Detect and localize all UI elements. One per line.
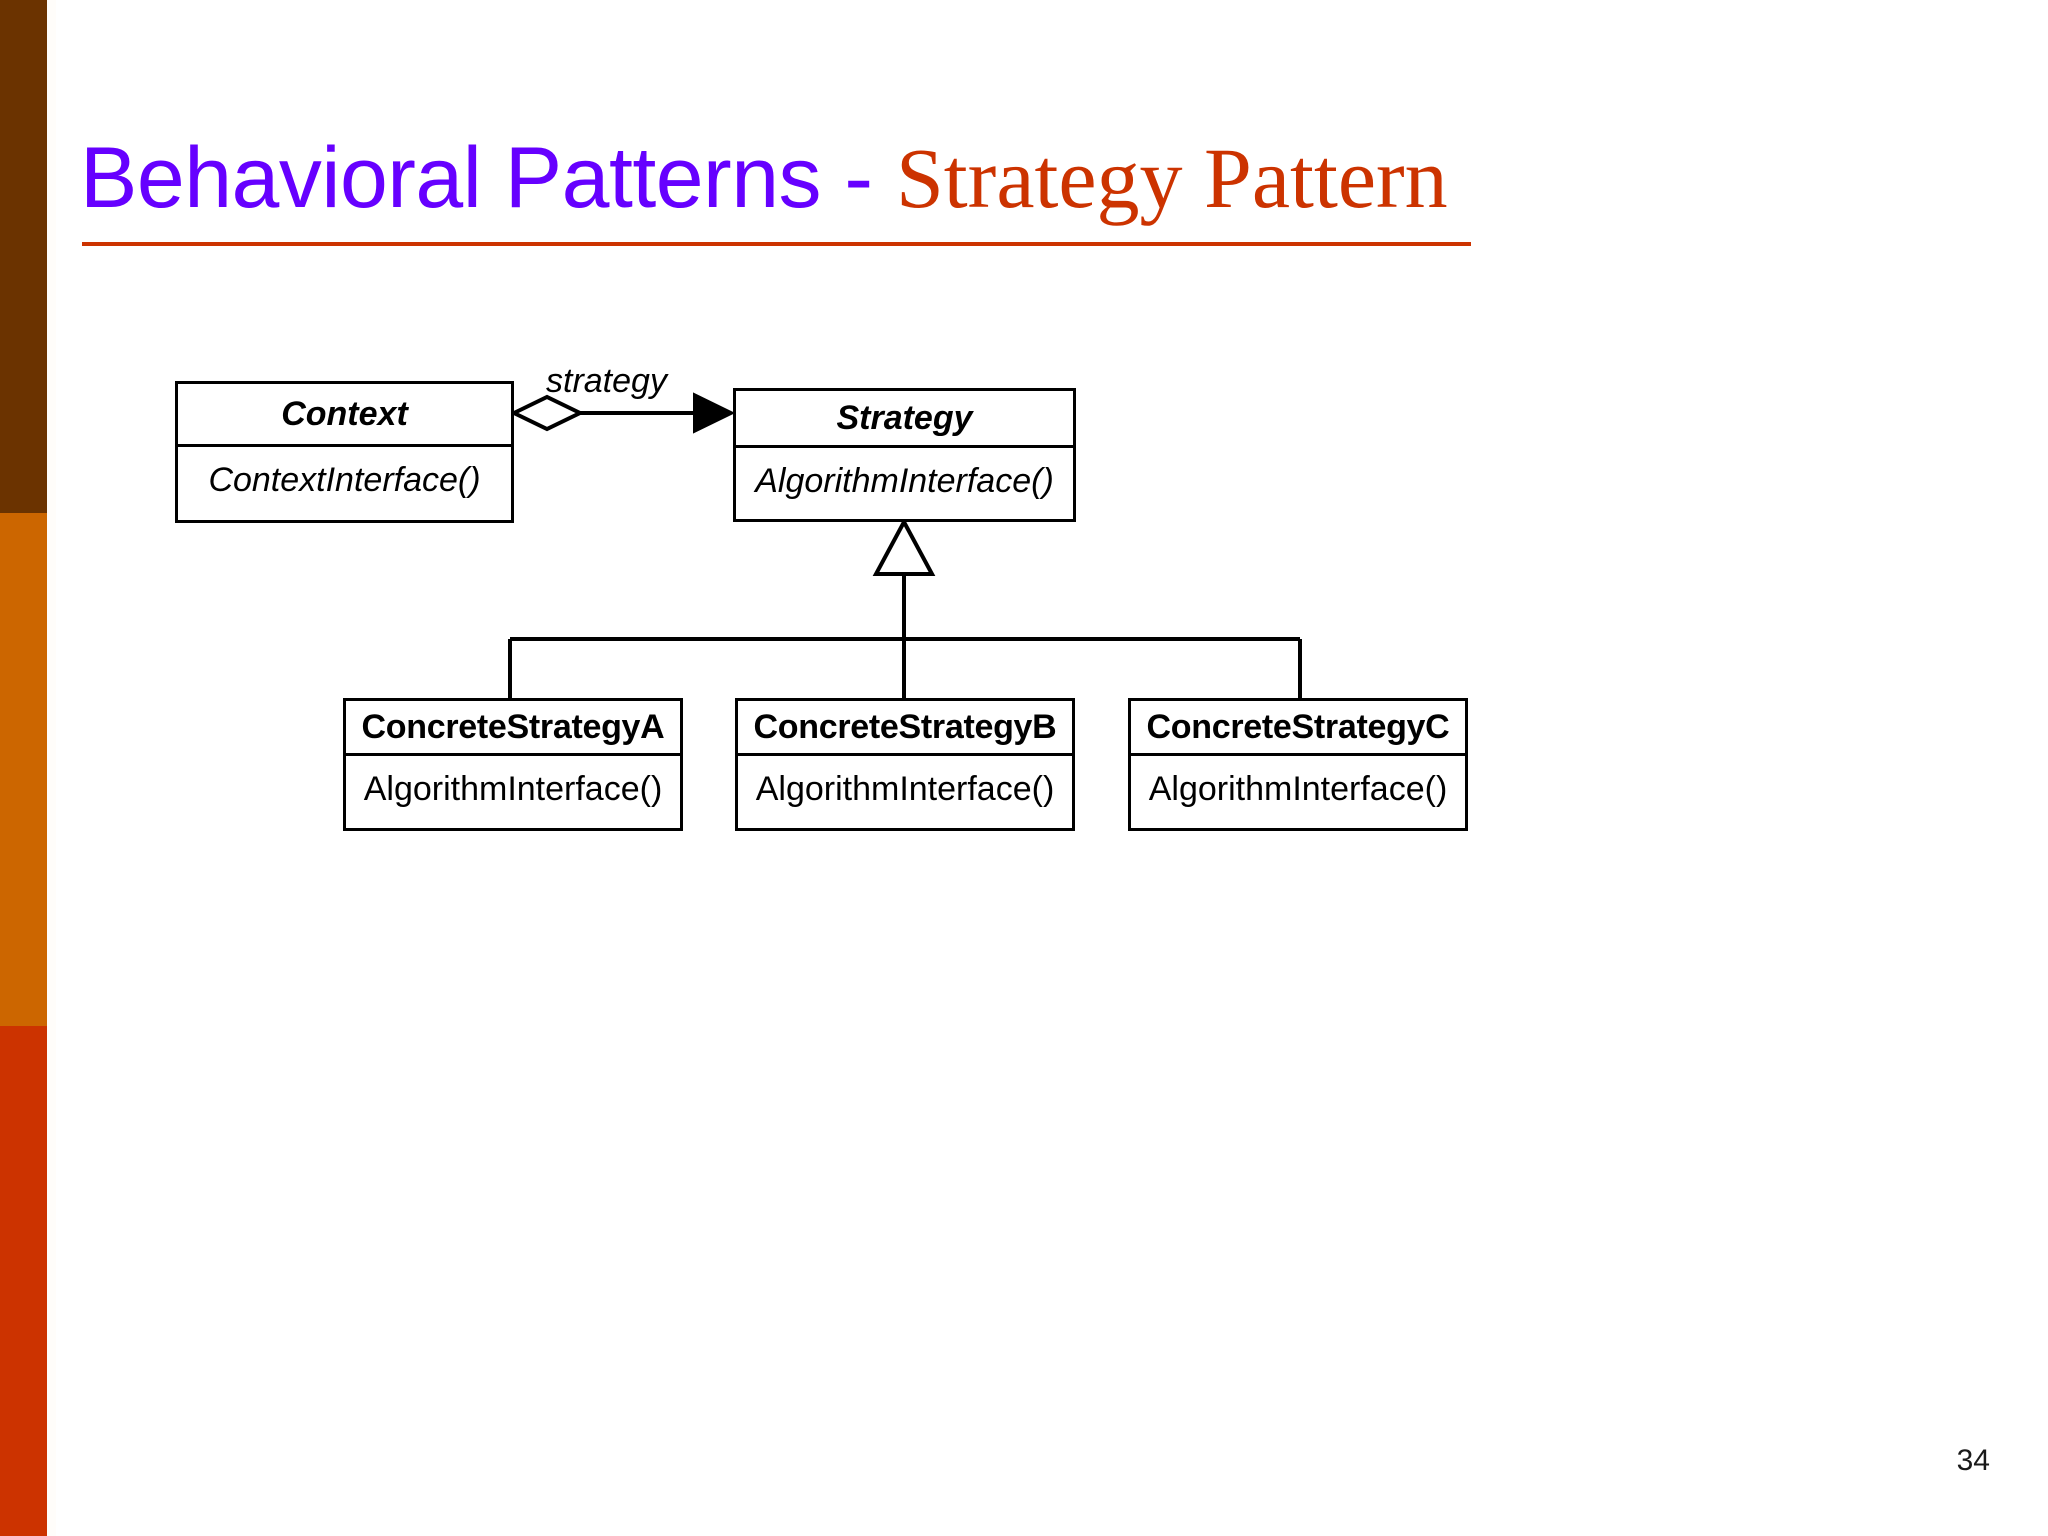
uml-class-strategy[interactable]: Strategy AlgorithmInterface() bbox=[733, 388, 1076, 522]
uml-operation: AlgorithmInterface() bbox=[363, 770, 663, 808]
decorative-sidebar bbox=[0, 0, 47, 1536]
aggregation-arrowhead-icon bbox=[693, 392, 736, 434]
uml-class-concrete-strategy-b-operations: AlgorithmInterface() bbox=[738, 756, 1072, 828]
uml-class-concrete-strategy-a-name: ConcreteStrategyA bbox=[361, 707, 665, 746]
corner-notch bbox=[68, 0, 114, 10]
uml-class-concrete-strategy-b-name: ConcreteStrategyB bbox=[753, 707, 1057, 746]
sidebar-band-middle bbox=[0, 513, 47, 1026]
generalization-triangle-icon bbox=[872, 517, 936, 576]
uml-operation: AlgorithmInterface() bbox=[1148, 770, 1448, 808]
uml-class-concrete-strategy-b-header: ConcreteStrategyB bbox=[738, 701, 1072, 756]
uml-class-concrete-strategy-b[interactable]: ConcreteStrategyB AlgorithmInterface() bbox=[735, 698, 1075, 831]
sidebar-gutter bbox=[47, 0, 56, 1536]
uml-class-strategy-header: Strategy bbox=[736, 391, 1073, 448]
slide-title: Behavioral Patterns - Strategy Pattern bbox=[80, 128, 1500, 238]
uml-class-concrete-strategy-c-header: ConcreteStrategyC bbox=[1131, 701, 1465, 756]
uml-class-strategy-operations: AlgorithmInterface() bbox=[736, 448, 1073, 519]
uml-class-strategy-name: Strategy bbox=[836, 398, 973, 437]
uml-class-concrete-strategy-c[interactable]: ConcreteStrategyC AlgorithmInterface() bbox=[1128, 698, 1468, 831]
page-number: 34 bbox=[1956, 1444, 1990, 1477]
slide-title-accent: Strategy Pattern bbox=[895, 130, 1448, 226]
uml-class-concrete-strategy-c-operations: AlgorithmInterface() bbox=[1131, 756, 1465, 828]
uml-class-concrete-strategy-a-header: ConcreteStrategyA bbox=[346, 701, 680, 756]
uml-class-concrete-strategy-a-operations: AlgorithmInterface() bbox=[346, 756, 680, 828]
sidebar-band-top bbox=[0, 0, 47, 513]
uml-class-context-header: Context bbox=[178, 384, 511, 447]
uml-class-concrete-strategy-c-name: ConcreteStrategyC bbox=[1146, 707, 1450, 746]
uml-operation: AlgorithmInterface() bbox=[755, 770, 1055, 808]
association-label-strategy: strategy bbox=[546, 362, 667, 400]
uml-operation: AlgorithmInterface() bbox=[755, 462, 1054, 500]
uml-class-context[interactable]: Context ContextInterface() bbox=[175, 381, 514, 523]
uml-operation: ContextInterface() bbox=[208, 461, 481, 499]
title-underline-rule bbox=[82, 242, 1471, 246]
slide-title-main: Behavioral Patterns - bbox=[80, 130, 896, 226]
uml-class-context-name: Context bbox=[281, 394, 408, 433]
uml-class-concrete-strategy-a[interactable]: ConcreteStrategyA AlgorithmInterface() bbox=[343, 698, 683, 831]
aggregation-diamond-icon bbox=[509, 394, 585, 432]
uml-class-context-operations: ContextInterface() bbox=[178, 447, 511, 520]
sidebar-band-bottom bbox=[0, 1026, 47, 1536]
